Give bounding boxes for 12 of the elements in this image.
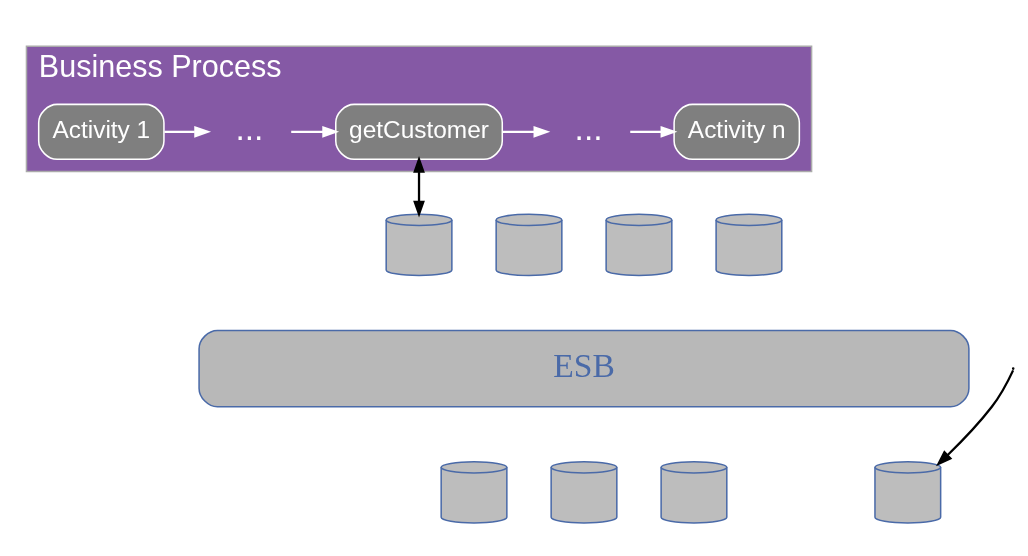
- node-box: Activity 1: [37, 103, 165, 160]
- arrow: [502, 125, 551, 138]
- node-box: getCustomer: [335, 103, 504, 160]
- arrow: [291, 125, 340, 138]
- arrow: [164, 125, 212, 138]
- arrow: [630, 125, 678, 138]
- node-text: ...: [235, 109, 264, 147]
- arrow: [413, 155, 425, 217]
- node-box: ESB: [198, 329, 970, 408]
- node-text: ...: [574, 109, 603, 147]
- arrow: [936, 369, 1015, 466]
- node-box: Activity n: [673, 103, 801, 160]
